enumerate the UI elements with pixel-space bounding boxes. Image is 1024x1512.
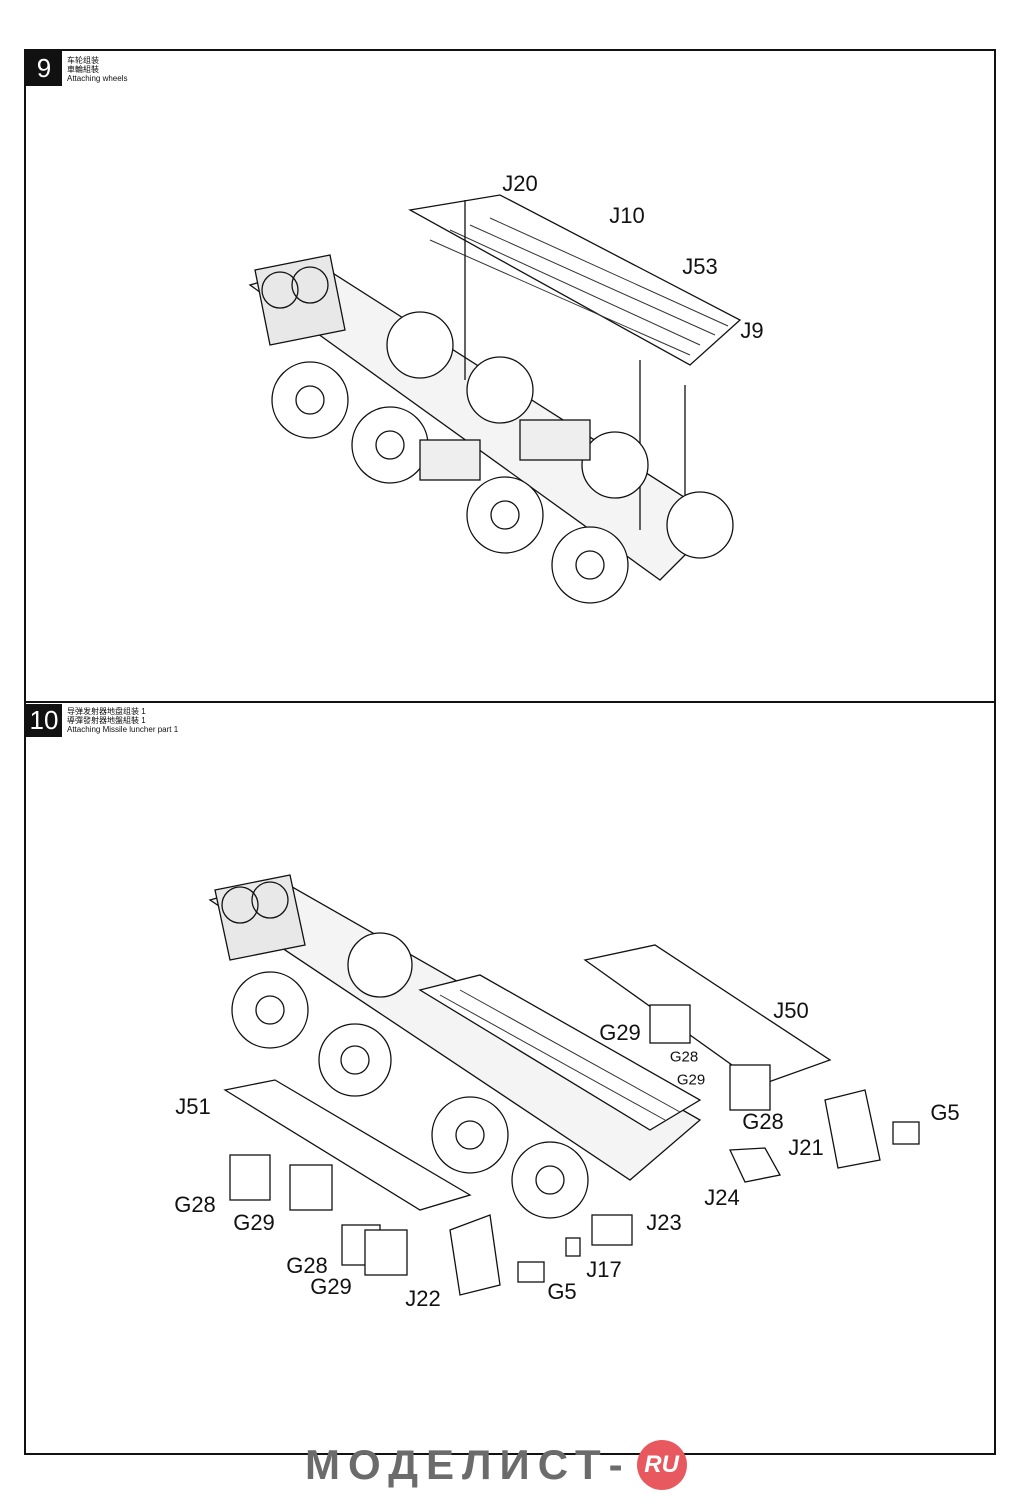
- step-10-title-cn-traditional: 導彈發射器地盤組裝 1: [67, 716, 146, 725]
- watermark-text: МОДЕЛИСТ-: [305, 1441, 631, 1488]
- part-label-j24: J24: [704, 1185, 740, 1210]
- step-10-title-cn-simplified: 导弹发射器地盘组装 1: [67, 707, 146, 716]
- page-frame: [24, 49, 996, 1455]
- watermark-badge: RU: [636, 1440, 687, 1490]
- step-9-title-en: Attaching wheels: [67, 74, 128, 83]
- part-label-j17: J17: [586, 1257, 622, 1282]
- step-9-title: 车轮组装 車輪組裝 Attaching wheels: [67, 56, 127, 83]
- part-label-g29: G29: [599, 1020, 641, 1045]
- step-10-title: 导弹发射器地盘组装 1 導彈發射器地盤組裝 1 Attaching Missil…: [67, 707, 178, 734]
- step-9-number: 9: [26, 51, 62, 86]
- step-10-title-en: Attaching Missile luncher part 1: [67, 725, 179, 734]
- part-label-g29: G29: [233, 1210, 275, 1235]
- part-label-g28: G28: [669, 1048, 699, 1066]
- part-label-j22: J22: [405, 1286, 441, 1311]
- part-label-g28: G28: [742, 1109, 784, 1134]
- part-label-g5: G5: [547, 1279, 577, 1304]
- part-label-j23: J23: [646, 1210, 682, 1235]
- step-9-title-cn-simplified: 车轮组装: [67, 56, 99, 65]
- part-label-j10: J10: [609, 203, 645, 228]
- part-label-j9: J9: [740, 318, 764, 343]
- step-10-vehicle-drawing: [208, 874, 920, 1296]
- part-label-j20: J20: [502, 171, 538, 196]
- step-9-vehicle-drawing: [248, 194, 742, 604]
- step-10-number: 10: [26, 704, 62, 737]
- part-label-g5: G5: [930, 1100, 960, 1125]
- step-9-title-cn-traditional: 車輪組裝: [67, 65, 99, 74]
- part-label-g28: G28: [174, 1192, 216, 1217]
- part-label-j50: J50: [773, 998, 809, 1023]
- step-divider: [24, 701, 996, 703]
- part-label-j51: J51: [175, 1094, 211, 1119]
- part-label-g29: G29: [310, 1274, 352, 1299]
- part-label-j21: J21: [788, 1135, 824, 1160]
- part-label-j53: J53: [682, 254, 718, 279]
- part-label-g29: G29: [676, 1071, 706, 1089]
- part-label-g28: G28: [286, 1253, 328, 1278]
- watermark: МОДЕЛИСТ- RU: [305, 1440, 687, 1490]
